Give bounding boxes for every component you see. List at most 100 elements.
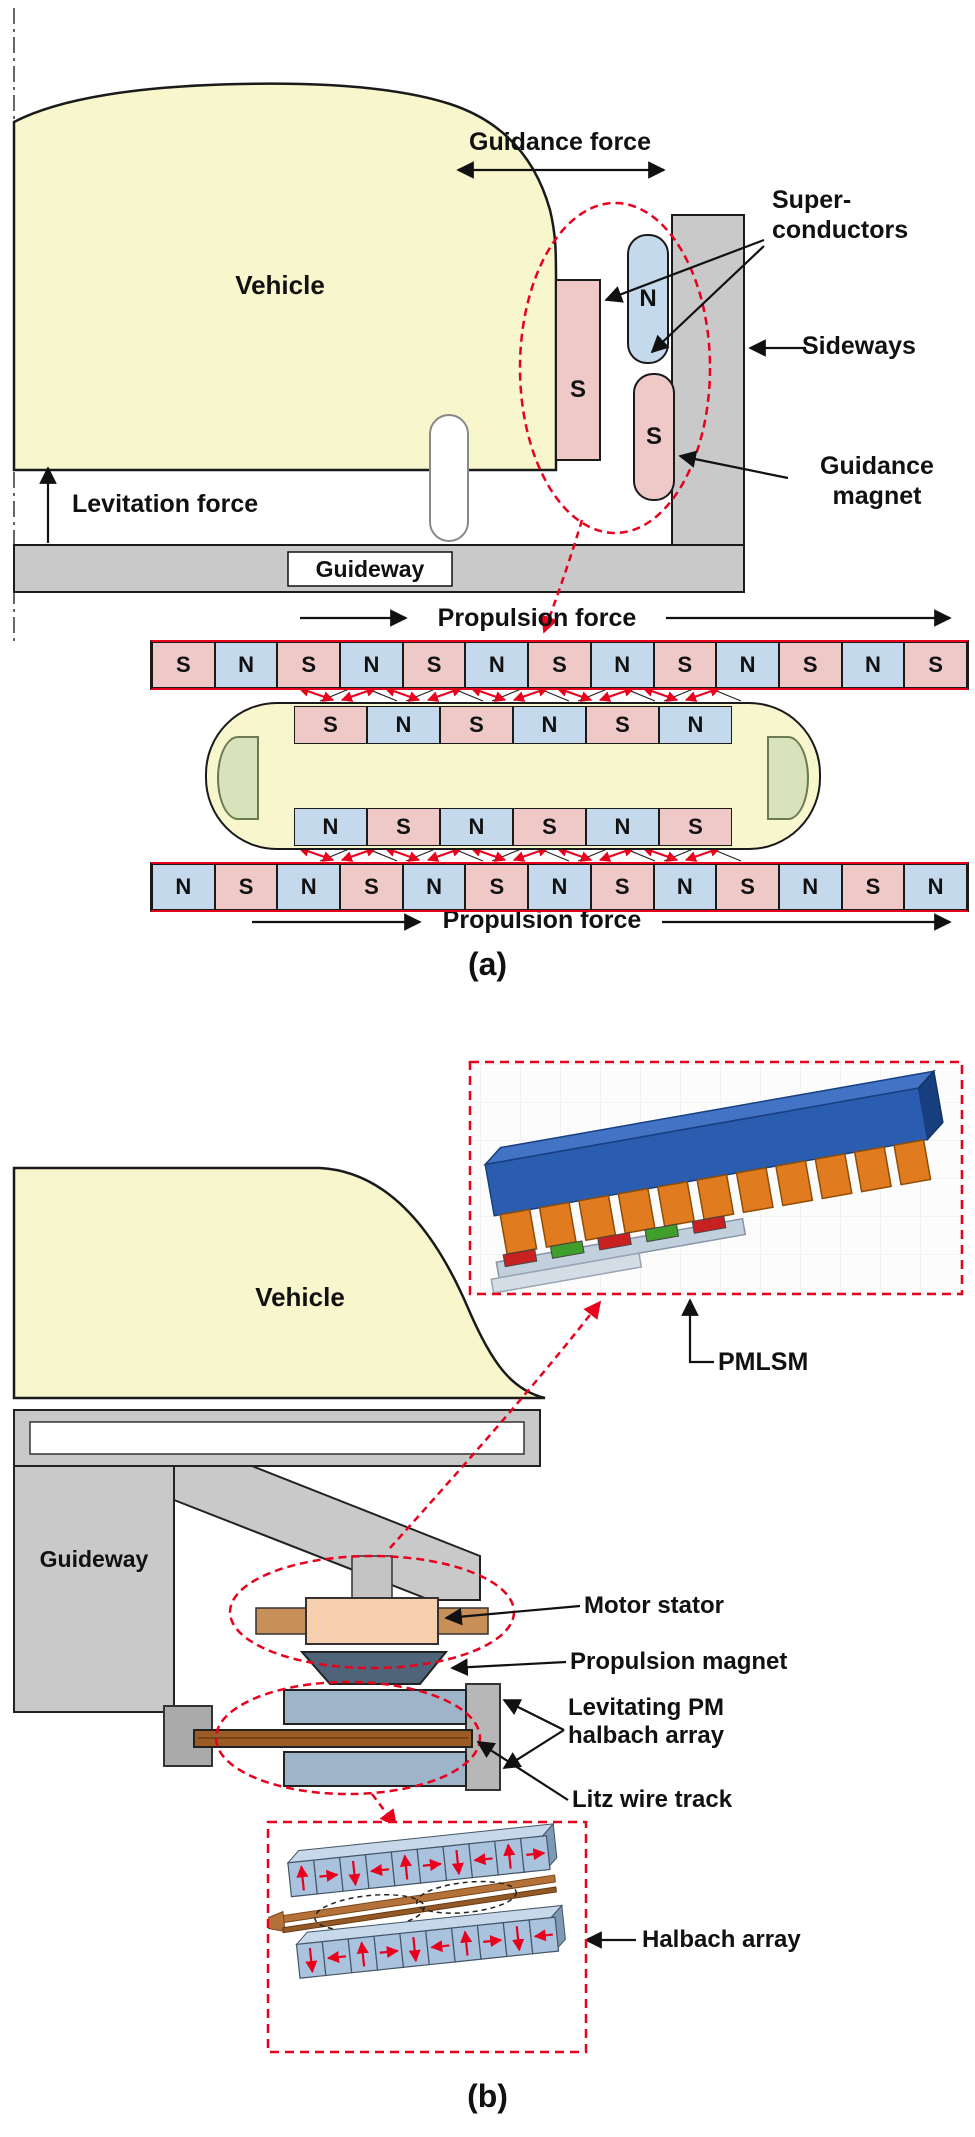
guidance-magnet-label: Guidance magnet (782, 452, 972, 511)
magnet-pole: N (513, 706, 586, 744)
levitating-pm-line1: Levitating PM (568, 1694, 725, 1721)
magnet-pole: S (528, 642, 591, 688)
superconductor-pole-label: S (569, 376, 586, 403)
vehicle-label-b: Vehicle (255, 1282, 345, 1312)
halbach-highlight-ellipse (214, 1680, 482, 1796)
pmlsm-label: PMLSM (718, 1348, 809, 1376)
coil-endcap-right (767, 736, 809, 820)
litz-arrow (476, 1741, 569, 1801)
stator-mount-stub (351, 1555, 393, 1599)
levitating-pm-line2: halbach array (568, 1722, 725, 1750)
magnet-pole: N (659, 706, 732, 744)
guideway-label-box (287, 551, 453, 587)
guideway-label-a: Guideway (315, 556, 425, 582)
magnet-pole: S (465, 864, 529, 910)
magnet-pole: N (528, 864, 591, 910)
superconductors-line1: Super- (772, 186, 852, 214)
halbach-block-top (283, 1689, 467, 1725)
propulsion-magnet-label: Propulsion magnet (570, 1648, 788, 1675)
magnet-pole: S (340, 864, 403, 910)
magnet-pole: N (294, 808, 367, 846)
force-arrows-bottom-gap (297, 846, 722, 862)
magnet-pole: S (440, 706, 513, 744)
stator-side-bar-right (437, 1607, 489, 1635)
annotation-arrows-b (444, 1604, 636, 1949)
magnet-pole: N (214, 642, 278, 688)
guideway-label-b: Guideway (39, 1546, 149, 1572)
flux-lines-top (319, 686, 742, 702)
levitating-arrow-top (502, 1699, 565, 1731)
superconductors-label: Super- conductors (772, 186, 972, 245)
coil-endcap-left (217, 736, 259, 820)
guidance-pole-s-label: S (645, 423, 662, 450)
levitating-arrow-bottom (502, 1729, 565, 1769)
propulsion-force-top-label: Propulsion force (437, 604, 637, 632)
halbach-3d-model (268, 1822, 566, 1979)
magnet-pole: N (716, 642, 779, 688)
motor-stator-block (305, 1597, 439, 1645)
magnet-pole: N (590, 642, 654, 688)
guidance-magnet-n (627, 234, 669, 364)
magnet-pole: S (586, 706, 659, 744)
guidance-force-label: Guidance force (469, 128, 651, 156)
magnet-pole: S (590, 864, 654, 910)
magnet-pole: N (465, 642, 529, 688)
superconductor-arrow-2 (650, 245, 765, 354)
sideways-wall (671, 214, 745, 546)
litz-wire-track-label: Litz wire track (572, 1786, 733, 1813)
levitation-coil-capsule (429, 414, 469, 542)
superconductor-magnet (555, 279, 601, 461)
magnet-pole: S (659, 808, 732, 846)
magnet-pole: N (440, 808, 513, 846)
guideway-bracket (173, 1465, 481, 1601)
sideways-label: Sideways (802, 332, 916, 360)
magnet-pole: N (152, 864, 215, 910)
magnet-pole: S (214, 864, 278, 910)
halbach-array-label: Halbach array (642, 1926, 801, 1953)
magnet-pole: S (152, 642, 215, 688)
halbach-callout-arrow (371, 1793, 398, 1828)
magnet-pole: N (402, 864, 466, 910)
magnet-pole: N (367, 706, 440, 744)
annotation-arrows-a (39, 161, 952, 931)
magnet-pole: S (841, 864, 905, 910)
magnet-pole: N (904, 864, 967, 910)
motor-stator-label: Motor stator (584, 1592, 724, 1619)
propulsion-magnet-arrow (450, 1658, 567, 1676)
guidance-magnet-line2: magnet (832, 481, 922, 510)
guidance-magnet-s (633, 373, 675, 501)
magnet-pole: N (653, 864, 717, 910)
magnet-pole: S (294, 706, 367, 744)
magnet-pole: N (841, 642, 905, 688)
pmlsm-3d-model (483, 1069, 944, 1294)
levitation-force-label: Levitation force (72, 490, 259, 518)
detail-callout-arrow (541, 519, 584, 634)
vehicle-body-b (12, 1166, 546, 1400)
caption-b: (b) (467, 2078, 508, 2114)
pmlsm-inset-border (468, 1060, 964, 1296)
magnet-pole: S (513, 808, 586, 846)
guidance-magnet-arrow (678, 450, 789, 480)
magnet-pole: S (653, 642, 717, 688)
stator-side-bar-left (255, 1607, 307, 1635)
magnet-pole: S (277, 642, 341, 688)
flux-lines-bottom (319, 846, 742, 862)
inset-callout-arrow (389, 1300, 602, 1549)
guidance-pole-n-label: N (639, 285, 657, 312)
levitating-pm-label: Levitating PM halbach array (568, 1694, 858, 1751)
magnet-pole: N (778, 864, 842, 910)
superconductor-arrow-1 (604, 238, 765, 303)
halbach-block-bottom (283, 1751, 467, 1787)
force-arrows-top-gap (297, 686, 722, 702)
magnet-pole: S (904, 642, 967, 688)
vehicle-label-a: Vehicle (235, 270, 325, 300)
magnet-pole: S (402, 642, 466, 688)
superconductors-line2: conductors (772, 215, 909, 244)
